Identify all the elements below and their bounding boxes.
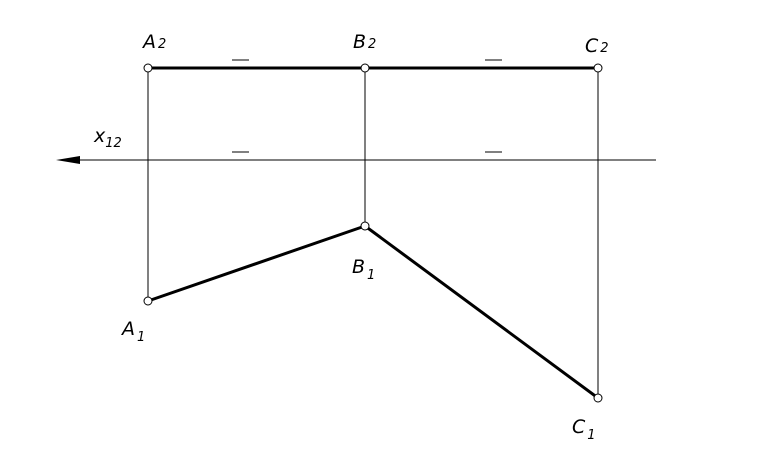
point-A2	[143, 63, 153, 73]
axis-arrow-icon	[56, 156, 80, 164]
point-A1	[143, 296, 153, 306]
segment-A1-B1	[146, 224, 367, 303]
point-B1	[360, 221, 370, 231]
point-C2	[593, 63, 603, 73]
point-C1	[593, 393, 603, 403]
axis-subscript: 12	[105, 136, 122, 151]
segment-B1-C1	[363, 224, 600, 400]
point-B2	[360, 63, 370, 73]
axis-letter: x	[93, 125, 106, 147]
axis-label: x12	[93, 125, 122, 151]
